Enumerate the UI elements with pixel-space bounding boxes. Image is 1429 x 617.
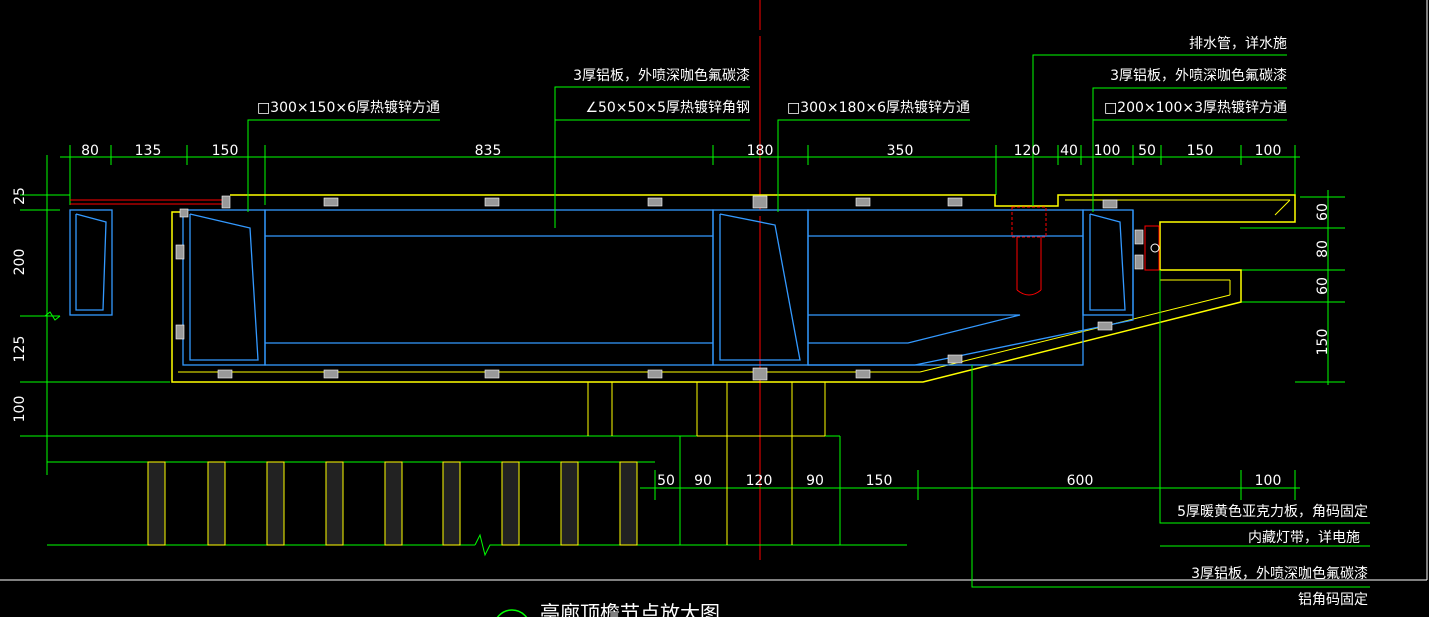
- support-posts: [587, 382, 826, 545]
- top-dim-label: 120: [1014, 143, 1041, 159]
- steel-members: [69, 209, 1134, 366]
- annotation-tube-300-150: □300×150×6厚热镀锌方通: [257, 99, 440, 116]
- right-dim-label: 80: [1315, 240, 1331, 258]
- bottom-dim-label: 90: [694, 473, 712, 489]
- annotation-alum-panel-top-center: 3厚铝板，外喷深咖色氟碳漆: [573, 67, 750, 84]
- right-dim-label: 60: [1315, 203, 1331, 221]
- right-dimension-labels: 60 80 60 150: [1315, 203, 1331, 355]
- fastener-clips: [175, 195, 1144, 381]
- top-dim-label: 350: [887, 143, 914, 159]
- bottom-dim-label: 100: [1255, 473, 1282, 489]
- annotation-drain-pipe: 排水管，详水施: [1189, 36, 1287, 52]
- annotation-alum-panel-bottom: 3厚铝板，外喷深咖色氟碳漆: [1191, 565, 1368, 582]
- left-dim-label: 200: [12, 249, 28, 276]
- bottom-dim-label: 120: [746, 473, 773, 489]
- top-dim-label: 50: [1138, 143, 1156, 159]
- light-strip-box: [1144, 225, 1160, 271]
- eave-outline: [171, 194, 1296, 383]
- annotation-alum-panel-top-right: 3厚铝板，外喷深咖色氟碳漆: [1110, 67, 1287, 84]
- drawing-frame: [0, 0, 1428, 581]
- annotation-light-strip: 内藏灯带，详电施: [1248, 530, 1360, 546]
- top-dim-label: 80: [81, 143, 99, 159]
- top-dim-label: 135: [135, 143, 162, 159]
- flashing-line: [70, 199, 230, 205]
- masonry-piers: [147, 461, 638, 546]
- top-dimension-labels: 80 135 150 835 180 350 120 40 100 50 150…: [81, 143, 1281, 159]
- top-dim-label: 100: [1255, 143, 1282, 159]
- drawing-title-text: 亭廊顶檐节点放大图: [540, 601, 720, 617]
- annotation-angle-steel: ∠50×50×5厚热镀锌角钢: [585, 99, 750, 116]
- bottom-dim-label: 150: [866, 473, 893, 489]
- dimension-lines: [20, 145, 1345, 557]
- right-dim-label: 60: [1315, 277, 1331, 295]
- top-dim-label: 150: [1187, 143, 1214, 159]
- left-dim-label: 100: [12, 396, 28, 423]
- annotation-alum-corner: 铝角码固定: [1298, 592, 1368, 608]
- annotation-tube-200: □200×100×3厚热镀锌方通: [1104, 99, 1287, 116]
- annotation-tube-300-180: □300×180×6厚热镀锌方通: [787, 99, 970, 116]
- top-dim-label: 100: [1094, 143, 1121, 159]
- annotations: 排水管，详水施 3厚铝板，外喷深咖色氟碳漆 □200×100×3厚热镀锌方通 3…: [257, 36, 1368, 608]
- bottom-dim-label: 600: [1067, 473, 1094, 489]
- bottom-dimension-labels: 50 90 120 90 150 600 100: [657, 473, 1281, 489]
- bottom-dim-label: 90: [806, 473, 824, 489]
- top-dim-label: 40: [1060, 143, 1078, 159]
- top-dim-label: 180: [747, 143, 774, 159]
- bottom-dim-label: 50: [657, 473, 675, 489]
- top-dim-label: 835: [475, 143, 502, 159]
- top-dim-label: 150: [212, 143, 239, 159]
- drain-pipe: [1011, 206, 1047, 296]
- leader-lines: [247, 54, 1370, 588]
- annotation-acrylic-panel: 5厚暖黄色亚克力板，角码固定: [1177, 503, 1368, 520]
- left-dimension-labels: 25 200 125 100: [12, 187, 28, 422]
- right-dim-label: 150: [1315, 329, 1331, 356]
- left-dim-label: 25: [12, 187, 28, 205]
- drawing-title: 亭廊顶檐节点放大图: [496, 601, 720, 617]
- left-dim-label: 125: [12, 336, 28, 363]
